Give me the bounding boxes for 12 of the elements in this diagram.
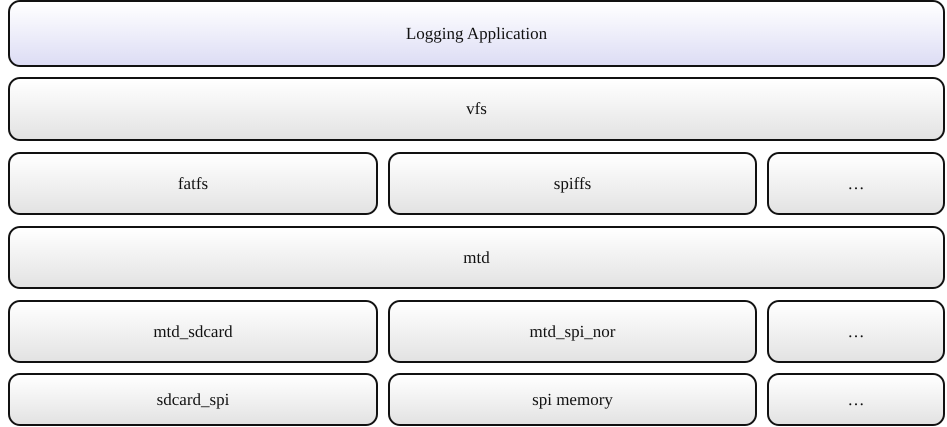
module-box: mtd_sdcard: [8, 300, 378, 363]
module-box: fatfs: [8, 152, 378, 215]
layer-box: vfs: [8, 77, 945, 141]
module-box: mtd_spi_nor: [388, 300, 757, 363]
module-box: spi memory: [388, 373, 757, 426]
module-box: …: [767, 373, 945, 426]
layer-box: mtd: [8, 226, 945, 289]
module-box: …: [767, 152, 945, 215]
layer-box: Logging Application: [8, 0, 945, 67]
module-box: spiffs: [388, 152, 757, 215]
module-box: …: [767, 300, 945, 363]
module-box: sdcard_spi: [8, 373, 378, 426]
